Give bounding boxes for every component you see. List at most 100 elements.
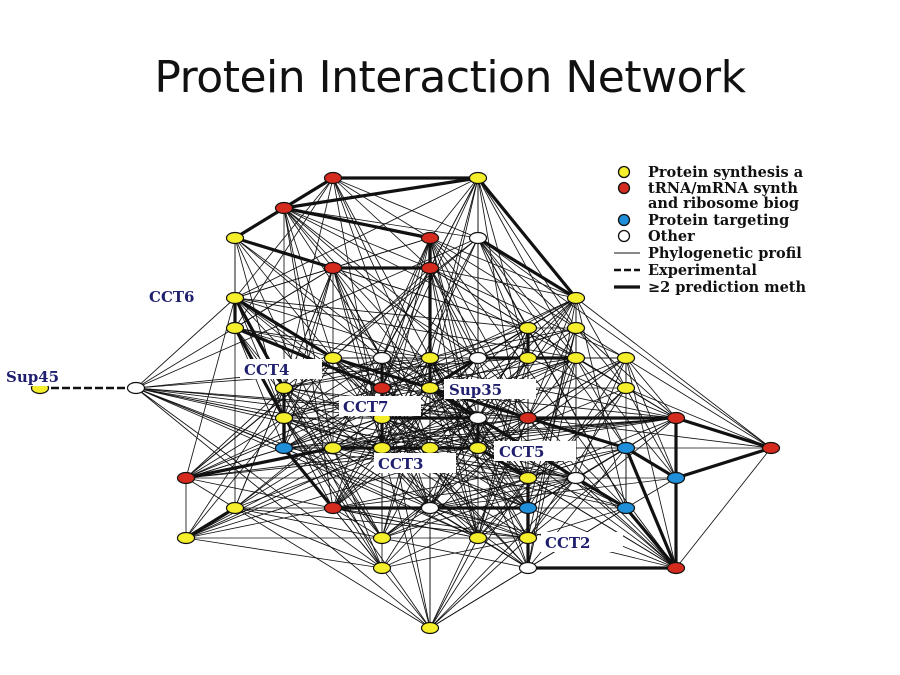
protein-node-synthesis	[566, 321, 586, 335]
protein-node-trna	[323, 171, 343, 185]
slide-title: Protein Interaction Network	[154, 52, 746, 103]
protein-node-synthesis	[616, 351, 636, 365]
legend-item-phylogenetic: Phylogenetic profil	[614, 245, 802, 262]
network-edge	[381, 537, 529, 569]
network-edge	[625, 357, 677, 419]
protein-node-synthesis	[225, 291, 245, 305]
network-edge	[575, 297, 772, 449]
network-edge	[283, 357, 431, 389]
prediction-edge	[477, 446, 529, 480]
prediction-edge	[234, 206, 285, 240]
protein-node-synthesis	[372, 531, 392, 545]
protein-node-synthesis	[420, 441, 440, 455]
network-edge	[185, 507, 334, 539]
network-edge	[234, 387, 285, 509]
protein-node-trna	[518, 411, 538, 425]
protein-node-synthesis	[616, 381, 636, 395]
network-edge	[185, 447, 383, 539]
prediction-edge	[476, 176, 578, 300]
prediction-edge	[283, 176, 479, 210]
label-cct6: CCT6	[149, 288, 194, 306]
network-edge	[429, 267, 577, 299]
network-edge	[234, 297, 577, 359]
network-edge	[381, 507, 431, 539]
prediction-edge	[234, 326, 383, 390]
protein-node-synthesis	[468, 441, 488, 455]
label-cct7: CCT7	[343, 398, 388, 416]
network-edge	[283, 207, 431, 269]
network-edge	[527, 477, 627, 509]
network-edge	[429, 507, 529, 539]
network-edge	[429, 477, 529, 509]
network-edge	[185, 447, 285, 479]
labels-layer: CCT6 Sup45 CCT4 CCT7 Sup35 CCT3 CCT5 CCT…	[2, 286, 623, 552]
network-edge	[527, 417, 772, 449]
network-edge	[429, 237, 529, 329]
network-edge	[234, 297, 431, 359]
protein-node-trna	[372, 381, 392, 395]
protein-node-other	[420, 501, 440, 515]
legend-item-targeting: Protein targeting	[617, 212, 789, 229]
network-edge	[429, 267, 479, 359]
network-edge	[429, 327, 529, 359]
network-edge	[135, 237, 479, 389]
network-edge	[332, 477, 577, 509]
protein-node-synthesis	[518, 351, 538, 365]
prediction-edge	[234, 296, 334, 360]
legend-phylogenetic-text: Phylogenetic profil	[648, 245, 802, 262]
network-edge	[283, 387, 383, 419]
network-edge	[625, 387, 677, 419]
protein-node-trna	[176, 471, 196, 485]
protein-node-synthesis	[225, 231, 245, 245]
network-edge	[283, 447, 479, 539]
network-edge	[429, 417, 479, 449]
legend-trna-text-cont: and ribosome biog	[648, 195, 799, 212]
network-edge	[234, 327, 431, 359]
protein-node-synthesis	[566, 291, 586, 305]
label-bg	[374, 453, 456, 473]
legend-experimental-text: Experimental	[648, 262, 757, 279]
network-edge	[332, 507, 529, 539]
protein-node-synthesis	[372, 561, 392, 575]
legend-other-marker	[617, 229, 631, 243]
protein-node-targeting	[518, 501, 538, 515]
protein-node-synthesis	[468, 531, 488, 545]
network-edge	[477, 237, 577, 329]
protein-node-synthesis	[420, 621, 440, 635]
protein-node-trna	[323, 501, 343, 515]
network-edge	[477, 177, 577, 329]
legend-item-trna: tRNA/mRNA synth	[617, 180, 798, 197]
network-edge	[575, 477, 677, 569]
label-cct3: CCT3	[378, 455, 423, 473]
protein-node-trna	[274, 201, 294, 215]
protein-node-other	[468, 351, 488, 365]
network-edge	[135, 357, 529, 389]
network-edge	[477, 177, 529, 479]
protein-node-targeting	[616, 441, 636, 455]
network-edge	[429, 327, 577, 359]
network-edge	[477, 237, 772, 449]
prediction-edge	[675, 416, 772, 450]
network-edge	[332, 507, 383, 539]
label-cct5: CCT5	[499, 443, 544, 461]
network-edge	[429, 537, 529, 629]
protein-node-synthesis	[225, 321, 245, 335]
network-edge	[429, 477, 677, 509]
network-edge	[429, 567, 529, 629]
prediction-edge	[625, 446, 677, 480]
network-edge	[283, 207, 479, 239]
protein-node-trna	[323, 261, 343, 275]
network-edge	[429, 237, 479, 359]
network-edge	[283, 417, 677, 449]
protein-node-synthesis	[566, 351, 586, 365]
legend-trna-text: tRNA/mRNA synth	[648, 180, 798, 197]
prediction-edge	[429, 386, 577, 480]
network-edge	[332, 177, 479, 239]
prediction-edge	[282, 446, 335, 510]
network-edge	[429, 537, 479, 629]
prediction-edge	[185, 446, 334, 480]
legend-targeting-marker	[617, 213, 631, 227]
prediction-edge	[185, 506, 236, 540]
legend-item-prediction: ≥2 prediction meth	[614, 279, 806, 296]
